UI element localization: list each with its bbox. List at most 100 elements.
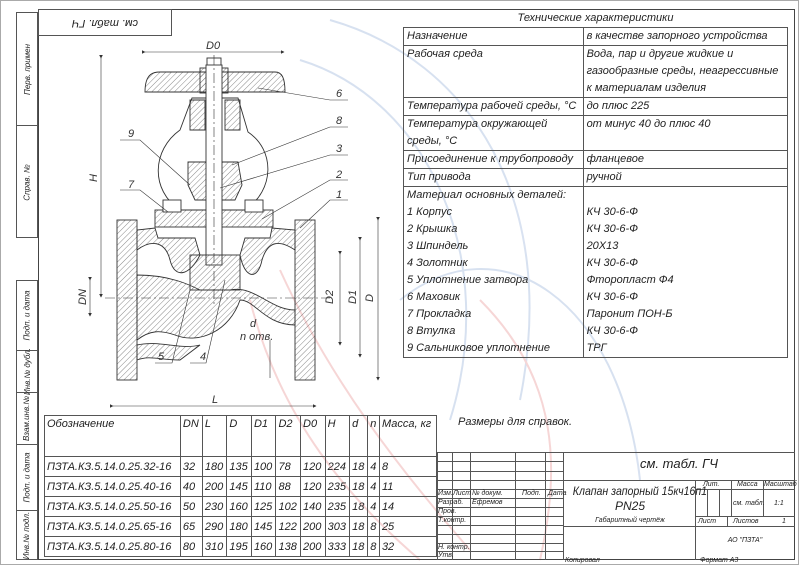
callout-7: 7	[128, 179, 135, 191]
strip-cell: Подп. и дата	[17, 445, 37, 511]
column-header: DN	[179, 415, 203, 457]
table-cell: 32	[378, 536, 438, 557]
material-part: 5 Уплотнение затвора	[403, 272, 584, 289]
material-material: КЧ 30-6-Ф	[582, 289, 789, 306]
role-approved: Утв.	[438, 552, 454, 559]
spec-value: от минус 40 до плюс 40	[582, 115, 789, 151]
table-cell: ПЗТА.КЗ.5.14.0.25.50-16	[44, 496, 181, 517]
sheets-value: 1	[782, 518, 786, 525]
table-cell: 4	[367, 456, 380, 477]
callout-4: 4	[200, 351, 206, 363]
callout-leaders	[120, 87, 348, 364]
table-cell: 235	[324, 476, 351, 497]
table-cell: 120	[300, 456, 326, 477]
table-cell: 290	[201, 516, 228, 537]
mass-label: Масса	[737, 481, 758, 488]
table-cell: 78	[275, 456, 302, 477]
header-izm: Изм.	[438, 490, 453, 497]
column-header: H	[324, 415, 351, 457]
material-part: 9 Сальниковое уплотнение	[403, 340, 584, 358]
sheets-label: Листов	[733, 518, 759, 525]
side-strip-top: Перв. примен Справ. №	[16, 12, 38, 238]
table-cell: 32	[179, 456, 203, 477]
column-header: D	[226, 415, 252, 457]
sheet-label: Лист	[698, 518, 717, 525]
table-cell: 14	[378, 496, 438, 517]
table-cell: 303	[324, 516, 351, 537]
scale-label: Масштаб	[764, 481, 797, 488]
table-cell: 180	[226, 516, 252, 537]
copied-label: Копировал	[565, 557, 600, 564]
material-material: КЧ 30-6-Ф	[582, 204, 789, 221]
table-cell: 8	[367, 536, 380, 557]
table-cell: 138	[275, 536, 302, 557]
table-cell: 11	[378, 476, 438, 497]
dim-label-l: L	[212, 394, 218, 406]
table-cell: 18	[349, 536, 369, 557]
table-cell: 18	[349, 516, 369, 537]
strip-label: Подп. и дата	[22, 452, 32, 503]
dim-label-d1: D1	[347, 290, 359, 304]
table-cell: 88	[275, 476, 302, 497]
lit-label: Лит.	[703, 481, 720, 488]
role-checker: Пров.	[438, 508, 457, 515]
column-header: n	[367, 415, 380, 457]
header-signature: Подп.	[522, 490, 541, 497]
table-cell: 4	[367, 476, 380, 497]
table-cell: 8	[367, 516, 380, 537]
designation: см. табл. ГЧ	[640, 456, 718, 471]
table-cell: 65	[179, 516, 203, 537]
role-developer: Разраб.	[438, 499, 464, 506]
spec-value: в качестве запорного устройства	[582, 27, 789, 46]
callout-9: 9	[128, 128, 134, 140]
spec-label: Тип привода	[403, 168, 584, 187]
table-cell: 122	[275, 516, 302, 537]
column-header: Обозначение	[44, 415, 181, 457]
mass-value: см. табл.	[733, 500, 765, 507]
table-cell: 180	[201, 456, 228, 477]
side-strip-bottom: Подп. и дата Инв.№ дубл. Взам.инв.№ Подп…	[16, 280, 38, 560]
spec-value: фланцевое	[582, 150, 789, 169]
product-name: Клапан запорный 15кч16п1	[572, 484, 708, 498]
corner-note-box: см. табл. ГЧ	[38, 9, 172, 36]
table-cell: 333	[324, 536, 351, 557]
developer-name: Ефремов	[472, 499, 503, 506]
material-material: ТРГ	[582, 340, 789, 358]
material-material: Фторопласт Ф4	[582, 272, 789, 289]
spec-label: Температура окружающей среды, °С	[403, 115, 584, 151]
dim-label-h: H	[88, 174, 100, 182]
spec-label: Температура рабочей среды, °С	[403, 97, 584, 116]
material-material: 20Х13	[582, 238, 789, 255]
table-cell: 18	[349, 456, 369, 477]
dim-label-d0: D0	[206, 40, 221, 52]
valve-body	[116, 219, 316, 381]
dim-label-d: D	[364, 294, 376, 302]
dim-label-holes: n отв.	[240, 331, 273, 343]
spec-label: Назначение	[403, 27, 584, 46]
table-cell: 80	[179, 536, 203, 557]
document-type: Габаритный чертёж	[595, 517, 665, 524]
strip-label: Инв.№ подл.	[22, 511, 32, 560]
table-cell: 235	[324, 496, 351, 517]
column-header: D1	[250, 415, 277, 457]
material-material: КЧ 30-6-Ф	[582, 255, 789, 272]
table-cell: 110	[250, 476, 277, 497]
